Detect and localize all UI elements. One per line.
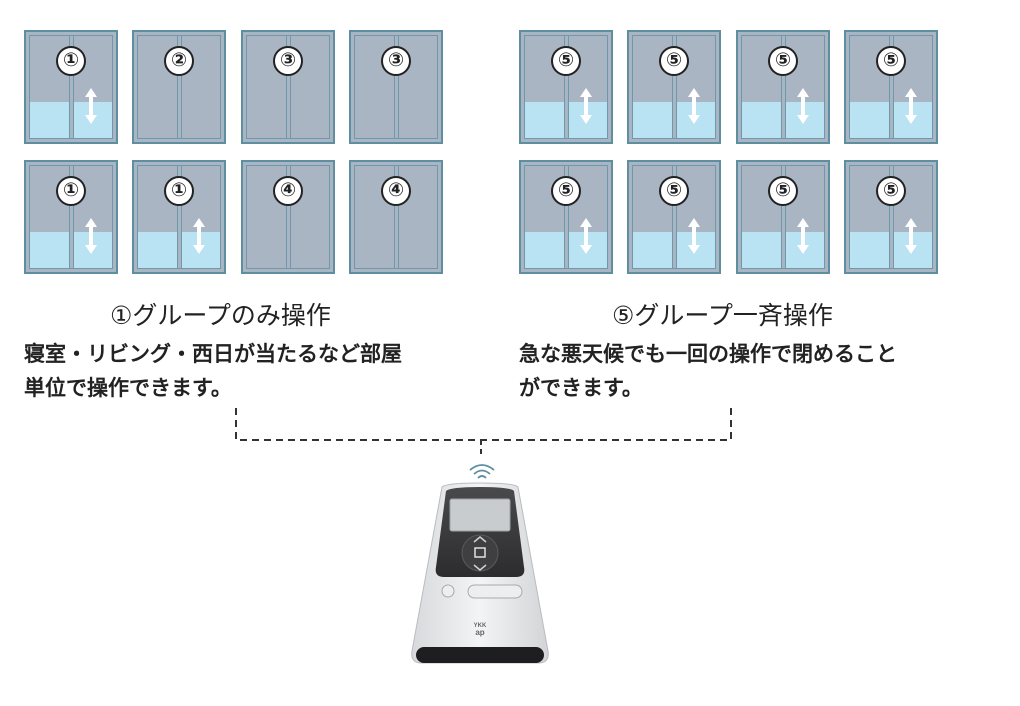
shutter-window: ⑤ <box>627 30 721 144</box>
window-center-divider <box>68 36 74 138</box>
window-glass <box>137 35 221 139</box>
up-down-arrow-icon <box>688 218 700 254</box>
up-down-arrow-icon <box>580 88 592 124</box>
wireless-signal-icon <box>469 464 495 479</box>
left-group-description-line-2: 単位で操作できます。 <box>24 376 232 400</box>
group-number-badge: ⑤ <box>768 46 798 76</box>
up-down-arrow-icon <box>85 218 97 254</box>
chevron-up-icon <box>473 536 487 543</box>
window-center-divider <box>68 166 74 268</box>
left-group-title: ①グループのみ操作 <box>110 301 331 330</box>
up-down-arrow-icon <box>85 88 97 124</box>
group-number-badge: ① <box>56 46 86 76</box>
up-down-arrow-icon <box>905 88 917 124</box>
group-number-badge: ⑤ <box>551 46 581 76</box>
right-group-title: ⑤グループ一斉操作 <box>612 301 833 330</box>
chevron-down-icon <box>473 564 487 571</box>
group-number-badge: ② <box>164 46 194 76</box>
window-center-divider <box>671 166 677 268</box>
window-center-divider <box>888 36 894 138</box>
window-center-divider <box>780 166 786 268</box>
remote-brand-line-1: YKK <box>474 623 487 629</box>
window-center-divider <box>671 36 677 138</box>
shutter-window: ⑤ <box>519 160 613 274</box>
up-down-arrow-icon <box>797 218 809 254</box>
window-center-divider <box>285 36 291 138</box>
window-center-divider <box>888 166 894 268</box>
remote-bottom-cap <box>416 647 544 663</box>
group-number-badge: ⑤ <box>768 176 798 206</box>
shutter-window: ⑤ <box>627 160 721 274</box>
shutter-window: ③ <box>241 30 335 144</box>
up-down-arrow-icon <box>193 218 205 254</box>
remote-brand-line-2: ap <box>475 628 484 637</box>
up-down-arrow-icon <box>797 88 809 124</box>
window-center-divider <box>285 166 291 268</box>
up-down-arrow-icon <box>905 218 917 254</box>
window-center-divider <box>780 36 786 138</box>
window-glass <box>849 165 933 269</box>
group-number-badge: ⑤ <box>551 176 581 206</box>
stop-square-icon <box>474 547 486 558</box>
shutter-window: ② <box>132 30 226 144</box>
window-center-divider <box>563 36 569 138</box>
window-glass <box>741 165 825 269</box>
window-center-divider <box>176 36 182 138</box>
group-number-badge: ④ <box>273 176 303 206</box>
shutter-window: ⑤ <box>736 30 830 144</box>
group-number-badge: ③ <box>273 46 303 76</box>
group-number-badge: ④ <box>381 176 411 206</box>
shutter-window: ⑤ <box>844 30 938 144</box>
up-down-arrow-icon <box>688 88 700 124</box>
window-center-divider <box>393 166 399 268</box>
remote-lcd-screen <box>449 498 511 532</box>
shutter-window: ① <box>132 160 226 274</box>
up-down-arrow-icon <box>580 218 592 254</box>
group-number-badge: ⑤ <box>876 46 906 76</box>
shutter-window: ④ <box>349 160 443 274</box>
group-number-badge: ⑤ <box>876 176 906 206</box>
remote-dpad <box>461 534 499 572</box>
shutter-window: ④ <box>241 160 335 274</box>
shutter-window: ③ <box>349 30 443 144</box>
shutter-window: ① <box>24 160 118 274</box>
group-number-badge: ⑤ <box>659 46 689 76</box>
window-center-divider <box>563 166 569 268</box>
right-group-description-line-1: 急な悪天候でも一回の操作で閉めること <box>519 342 897 366</box>
left-group-description-line-1: 寝室・リビング・西日が当たるなど部屋 <box>24 342 402 366</box>
shutter-window: ① <box>24 30 118 144</box>
group-number-badge: ⑤ <box>659 176 689 206</box>
shutter-window: ⑤ <box>736 160 830 274</box>
window-center-divider <box>176 166 182 268</box>
right-group-description-line-2: ができます。 <box>519 376 643 400</box>
remote-wide-button <box>467 584 523 599</box>
shutter-window: ⑤ <box>519 30 613 144</box>
group-number-badge: ① <box>164 176 194 206</box>
shutter-window: ⑤ <box>844 160 938 274</box>
window-center-divider <box>393 36 399 138</box>
remote-small-button <box>441 584 455 598</box>
window-glass <box>246 35 330 139</box>
remote-control: YKK ap <box>400 455 560 679</box>
group-number-badge: ① <box>56 176 86 206</box>
group-number-badge: ③ <box>381 46 411 76</box>
window-glass <box>632 165 716 269</box>
